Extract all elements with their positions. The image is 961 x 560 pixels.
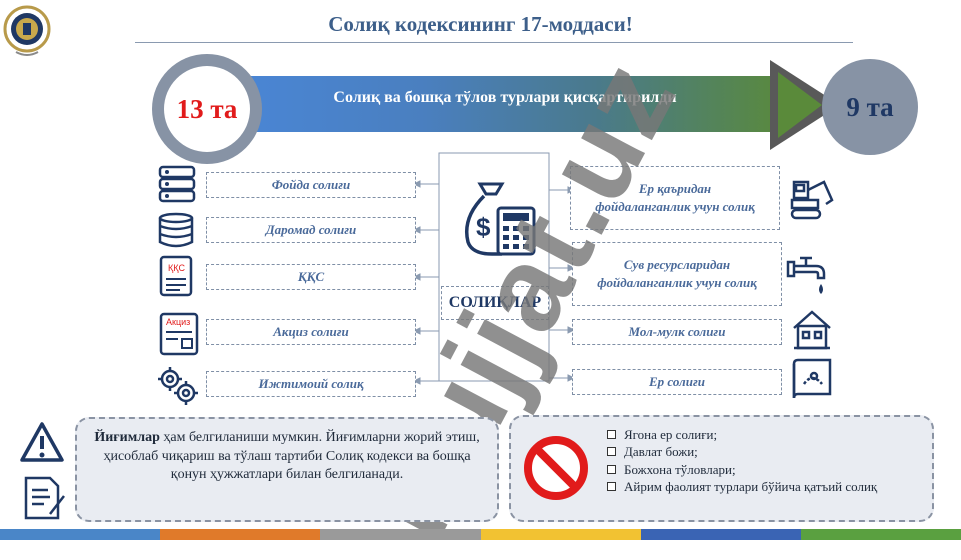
fees-note-body: ҳам белгиланиши мумкин. Йиғимларни жорий… — [103, 430, 480, 483]
vat-icon-text: ҚҚС — [168, 263, 185, 273]
house-icon — [793, 310, 831, 350]
tax-subsoil-box: Ер қаъридан фойдаланганлик учун солиқ — [570, 166, 780, 230]
fees-note-text: Йиғимлар ҳам белгиланиши мумкин. Йиғимла… — [77, 419, 497, 485]
abolished-item: Айрим фаолият турлари бўйича қатъий соли… — [604, 478, 930, 495]
footer-segment — [320, 529, 481, 540]
tax-vat-box: ҚҚС — [206, 264, 416, 290]
excise-icon-text: Акциз — [166, 317, 191, 327]
tax-water-box: Сув ресурсларидан фойдаланганлик учун со… — [572, 242, 782, 306]
arrow-head-icon — [770, 60, 840, 150]
footer-segment — [480, 529, 641, 540]
tax-social-box: Ижтимоий солиқ — [206, 371, 416, 397]
tax-land-box: Ер солиғи — [572, 369, 782, 395]
footer-segment — [160, 529, 321, 540]
excavator-icon — [790, 180, 834, 220]
document-signature-icon — [24, 476, 65, 520]
tax-excise-box: Акциз солиғи — [206, 319, 416, 345]
fees-note-bold: Йиғимлар — [94, 430, 160, 445]
prohibited-icon — [524, 436, 588, 500]
page-title: Солиқ кодексининг 17-моддаси! — [328, 12, 633, 36]
coins-icon — [158, 212, 194, 248]
land-map-icon — [792, 358, 832, 399]
title-divider — [135, 42, 853, 43]
abolished-item: Ягона ер солиғи; — [604, 426, 930, 443]
tax-income-box: Даромад солиғи — [206, 217, 416, 243]
footer-color-bar — [0, 529, 961, 540]
water-tap-icon — [786, 256, 826, 294]
money-bag-calculator-icon: $ — [465, 182, 536, 256]
taxes-center-label: СОЛИҚЛАР — [441, 286, 549, 320]
svg-text:$: $ — [476, 212, 491, 242]
warning-icon — [20, 422, 64, 462]
footer-segment — [800, 529, 961, 540]
abolished-list: Ягона ер солиғи; Давлат божи; Божхона тў… — [604, 426, 930, 495]
excise-document-icon: Акциз — [158, 312, 202, 356]
footer-segment — [0, 529, 161, 540]
gears-icon — [158, 367, 198, 405]
right-count-circle: 9 та — [822, 59, 918, 155]
abolished-item: Божхона тўловлари; — [604, 461, 930, 478]
connector-lines — [412, 152, 576, 385]
fees-note-panel: Йиғимлар ҳам белгиланиши мумкин. Йиғимла… — [75, 417, 499, 522]
server-icon — [158, 165, 196, 203]
right-count: 9 та — [846, 91, 894, 122]
reduction-arrow-band — [230, 76, 790, 132]
abolished-item: Давлат божи; — [604, 443, 930, 460]
tax-property-box: Мол-мулк солиғи — [572, 319, 782, 345]
left-count: 13 та — [176, 93, 238, 124]
footer-segment — [640, 529, 801, 540]
left-count-circle: 13 та — [164, 66, 250, 152]
reduction-text: Солиқ ва бошқа тўлов турлари қисқартирил… — [333, 89, 677, 106]
vat-document-icon: ҚҚС — [158, 255, 198, 297]
logo — [2, 4, 52, 60]
tax-profit-box: Фойда солиғи — [206, 172, 416, 198]
